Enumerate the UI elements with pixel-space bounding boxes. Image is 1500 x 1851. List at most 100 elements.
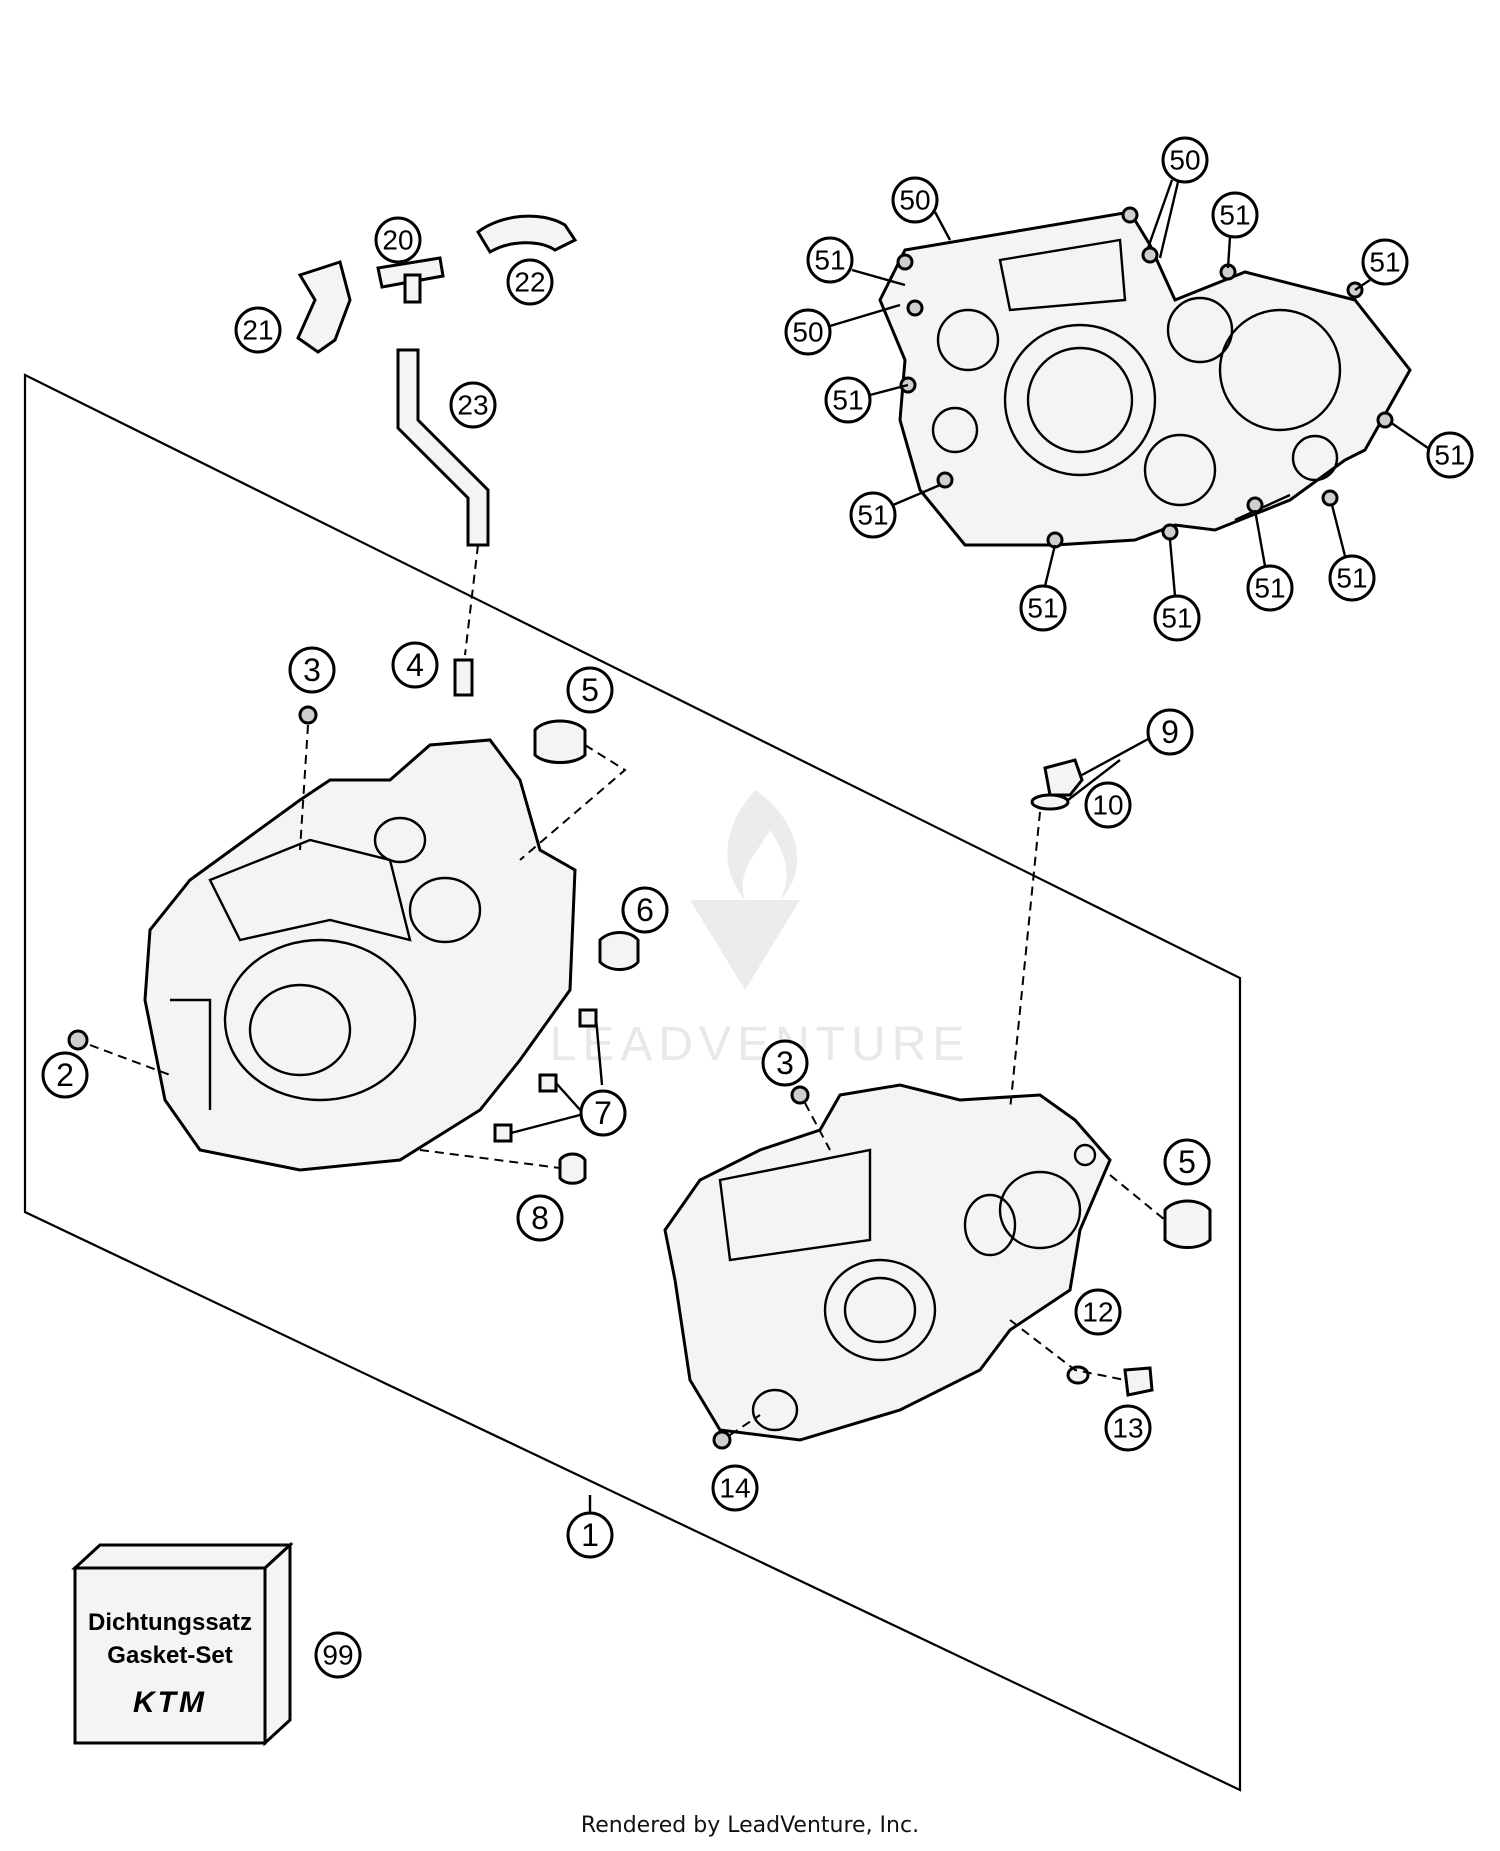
callout-layer: 1 2 3 3 4 5 5 6 7 8 9 10 12 13 14 20 21 …	[41, 136, 1474, 1679]
watermark-text: LEADVENTURE	[550, 1018, 971, 1071]
inner-main-bearing-ring	[1026, 346, 1134, 454]
callout-51-e[interactable]: 51	[1426, 431, 1474, 479]
inner-small-bore	[1166, 296, 1234, 364]
bolt-3-left	[298, 705, 318, 725]
svg-text:2: 2	[56, 1057, 74, 1093]
leader-8	[419, 1149, 561, 1169]
svg-text:13: 13	[1112, 1413, 1143, 1444]
callout-51-b[interactable]: 51	[1211, 191, 1259, 239]
callout-51-d[interactable]: 51	[824, 376, 872, 424]
gasket-box-line1: Dichtungssatz	[88, 1609, 252, 1636]
callout-23[interactable]: 23	[449, 381, 497, 429]
callout-50-top-left[interactable]: 50	[891, 176, 939, 224]
inner-ribs	[998, 238, 1127, 312]
bolt-3-right	[790, 1085, 810, 1105]
left-case-ribs	[208, 838, 412, 942]
plug-13	[1123, 1366, 1154, 1397]
callout-14[interactable]: 14	[711, 1464, 759, 1512]
svg-text:51: 51	[1434, 440, 1465, 471]
footer-credit: Rendered by LeadVenture, Inc.	[580, 1813, 920, 1838]
callout-4[interactable]: 4	[391, 641, 439, 689]
gasket-box-front	[73, 1566, 267, 1745]
left-shaft-bore	[373, 816, 427, 864]
callout-21[interactable]: 21	[234, 306, 282, 354]
inner-lower-bore	[931, 406, 979, 454]
right-bearing-bore	[998, 1170, 1082, 1250]
callout-51-g[interactable]: 51	[1019, 584, 1067, 632]
callout-51-f[interactable]: 51	[849, 491, 897, 539]
callout-51-j[interactable]: 51	[1328, 554, 1376, 602]
bolt-hole	[1161, 523, 1179, 541]
callout-6[interactable]: 6	[621, 886, 669, 934]
svg-text:3: 3	[776, 1045, 794, 1081]
bolt-holes	[896, 206, 1394, 549]
bushing-5-right	[1163, 1199, 1212, 1249]
leader-9-10	[1009, 811, 1041, 1111]
callout-8[interactable]: 8	[516, 1194, 564, 1242]
bolt-callout-leaders	[829, 179, 1429, 597]
inner-left-bore	[936, 308, 1000, 372]
svg-text:51: 51	[1336, 563, 1367, 594]
callout-51-h[interactable]: 51	[1153, 594, 1201, 642]
callout-2[interactable]: 2	[41, 1051, 89, 1099]
leader-51-f	[892, 483, 941, 507]
left-crank-bore	[248, 983, 352, 1077]
svg-text:51: 51	[1219, 200, 1250, 231]
callout-50-top[interactable]: 50	[1161, 136, 1209, 184]
leader-50-left	[829, 303, 901, 328]
callout-5-left[interactable]: 5	[566, 666, 614, 714]
callout-50-left[interactable]: 50	[784, 308, 832, 356]
left-bearing-bore	[408, 876, 482, 944]
callout-51-a[interactable]: 51	[806, 236, 854, 284]
svg-text:1: 1	[581, 1517, 599, 1553]
left-crankcase-half	[143, 738, 577, 1172]
callout-13[interactable]: 13	[1104, 1404, 1152, 1452]
callout-51-i[interactable]: 51	[1246, 564, 1294, 612]
right-top-lug	[1073, 1143, 1097, 1167]
leader-5-left	[519, 744, 627, 861]
watermark-flame-icon	[727, 790, 798, 900]
callout-1[interactable]: 1	[566, 1511, 614, 1559]
breather-assembly	[296, 214, 578, 547]
leader-51-c	[1354, 279, 1371, 291]
callout-7[interactable]: 7	[579, 1089, 627, 1137]
leader-51-d	[869, 383, 909, 397]
fitting-4	[453, 658, 474, 697]
callout-51-c[interactable]: 51	[1361, 238, 1409, 286]
callout-3-left[interactable]: 3	[288, 646, 336, 694]
seal-ring-10	[1030, 793, 1070, 811]
right-case-ribs	[718, 1148, 872, 1262]
callout-3-right[interactable]: 3	[761, 1039, 809, 1087]
bolt-hole	[1246, 496, 1264, 514]
left-case-body	[143, 738, 577, 1172]
inner-seal-bore	[1291, 434, 1339, 482]
dowel-7a	[578, 1008, 598, 1028]
callout-20[interactable]: 20	[374, 216, 422, 264]
callout-22[interactable]: 22	[506, 258, 554, 306]
callout-5-right[interactable]: 5	[1163, 1138, 1211, 1186]
right-main-bore	[823, 1258, 937, 1362]
callout-12[interactable]: 12	[1074, 1288, 1122, 1336]
bolt-14	[712, 1430, 732, 1450]
svg-text:21: 21	[242, 315, 273, 346]
crankcase-inner-view	[878, 206, 1412, 549]
callout-9[interactable]: 9	[1146, 708, 1194, 756]
svg-text:12: 12	[1082, 1297, 1113, 1328]
svg-text:7: 7	[594, 1095, 612, 1131]
leader-50-top	[1146, 179, 1180, 259]
leader-51-e	[1389, 421, 1429, 449]
svg-text:4: 4	[406, 647, 424, 683]
svg-text:9: 9	[1161, 714, 1179, 750]
breather-hose-23	[396, 348, 490, 547]
callout-10[interactable]: 10	[1084, 781, 1132, 829]
hose-bend-22	[476, 214, 578, 255]
plug-9	[1043, 758, 1084, 797]
left-case-edge	[170, 998, 212, 1110]
right-shaft-bore	[963, 1193, 1017, 1257]
bolt-hole	[1141, 246, 1159, 264]
callout-99[interactable]: 99	[314, 1631, 362, 1679]
gasket-box-side	[263, 1541, 292, 1747]
svg-text:51: 51	[1161, 603, 1192, 634]
dowel-7c	[493, 1123, 513, 1143]
